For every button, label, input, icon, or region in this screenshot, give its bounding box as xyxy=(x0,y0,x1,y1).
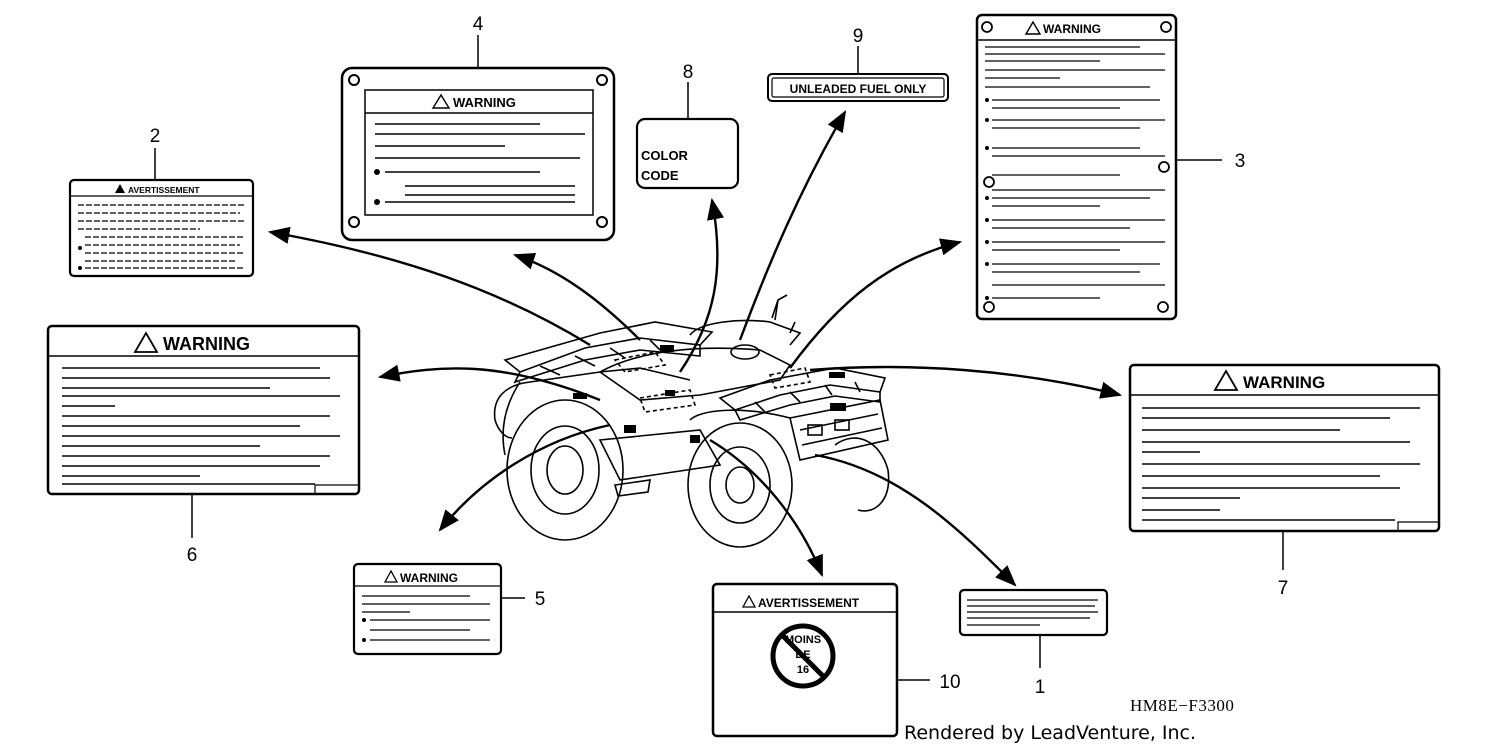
callout-8: 8 xyxy=(683,62,694,83)
credit-text: Rendered by LeadVenture, Inc. xyxy=(904,722,1196,744)
label-9-text: UNLEADED FUEL ONLY xyxy=(790,82,927,96)
callout-7: 7 xyxy=(1278,578,1289,599)
callout-5: 5 xyxy=(535,589,546,610)
symbol-line-3: 16 xyxy=(797,664,809,676)
atv-illustration xyxy=(493,294,890,548)
label-8-color-code: COLOR CODE 8 xyxy=(635,62,740,190)
callout-6: 6 xyxy=(187,545,198,566)
label-3-warning: WARNING 3 xyxy=(975,13,1246,321)
label-8-line-1: COLOR xyxy=(641,148,689,163)
label-10-avertissement: AVERTISSEMENT MOINS DE 16 10 xyxy=(711,582,961,738)
label-7-heading: WARNING xyxy=(1243,373,1325,392)
label-4-heading: WARNING xyxy=(453,95,516,110)
callout-9: 9 xyxy=(853,26,864,47)
no-under-16-symbol: MOINS DE 16 xyxy=(770,623,836,689)
label-4-warning: WARNING 4 xyxy=(340,14,616,242)
diagram-code: HM8E−F3300 xyxy=(1130,696,1234,715)
label-7-warning: WARNING 7 xyxy=(1128,363,1441,599)
label-5-warning: WARNING 5 xyxy=(352,562,546,656)
label-8-line-2: CODE xyxy=(641,168,679,183)
label-6-warning: WARNING 6 xyxy=(46,324,361,566)
atv-label-locations xyxy=(573,345,846,443)
callout-2: 2 xyxy=(150,126,161,147)
label-10-heading: AVERTISSEMENT xyxy=(758,596,860,610)
label-6-heading: WARNING xyxy=(163,334,250,354)
label-2-avertissement: AVERTISSEMENT 2 xyxy=(68,126,255,278)
label-9-unleaded-fuel: UNLEADED FUEL ONLY 9 xyxy=(767,26,949,102)
symbol-line-1: MOINS xyxy=(785,634,821,646)
callout-10: 10 xyxy=(939,672,960,693)
callout-3: 3 xyxy=(1235,151,1246,172)
callout-4: 4 xyxy=(473,14,484,35)
pointer-arrows xyxy=(267,110,1123,587)
label-2-heading: AVERTISSEMENT xyxy=(128,185,200,195)
label-5-heading: WARNING xyxy=(400,571,458,585)
label-1-plate: 1 xyxy=(958,588,1109,698)
label-3-heading: WARNING xyxy=(1043,22,1101,36)
callout-1: 1 xyxy=(1035,677,1046,698)
